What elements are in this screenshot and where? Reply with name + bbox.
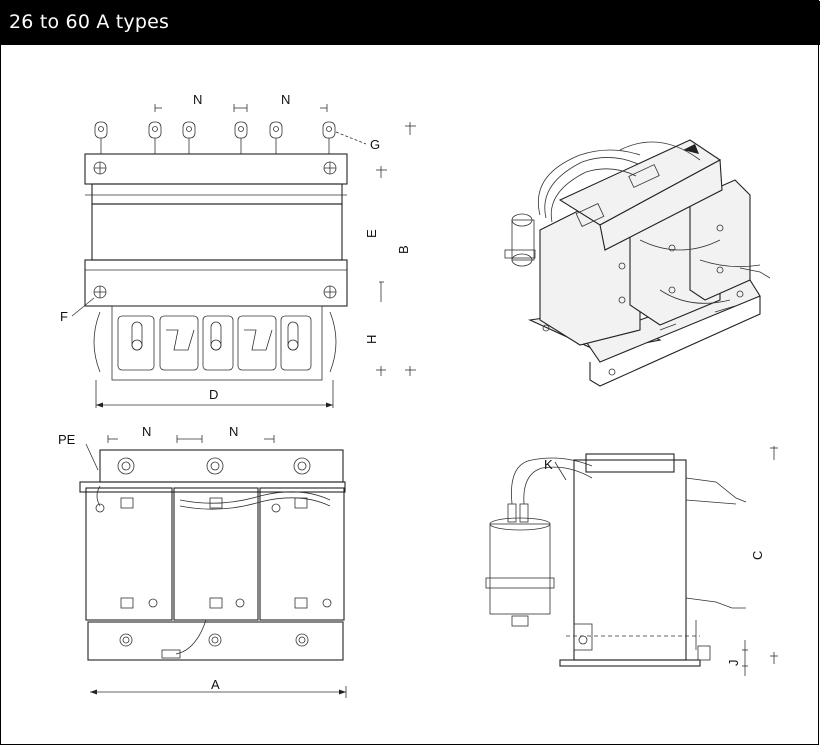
front-view: N N PE A — [58, 424, 347, 698]
dim-f-label: F — [60, 309, 68, 324]
dim-k-label: K — [544, 457, 553, 472]
figure-title: 26 to 60 A types — [9, 11, 170, 33]
dim-b-label: B — [396, 245, 411, 254]
top-view: D N N G E B H F — [60, 92, 416, 408]
isometric-view — [504, 139, 771, 387]
dim-g-label: G — [370, 137, 380, 152]
dim-j-label: J — [726, 660, 741, 667]
dim-d-label: D — [209, 387, 218, 402]
pe-label: PE — [58, 432, 76, 447]
dim-n-label-2: N — [281, 92, 290, 107]
dim-h-label: H — [364, 335, 379, 344]
side-view: C K J — [485, 446, 778, 676]
dim-n-label-4: N — [229, 424, 238, 439]
dim-n-label-3: N — [142, 424, 151, 439]
terminal-lugs — [94, 121, 336, 154]
dim-c-label: C — [750, 551, 765, 560]
dim-e-label: E — [364, 229, 379, 238]
title-bar: 26 to 60 A types — [1, 1, 820, 45]
dim-n-label-1: N — [193, 92, 202, 107]
dim-a-label: A — [211, 677, 220, 692]
